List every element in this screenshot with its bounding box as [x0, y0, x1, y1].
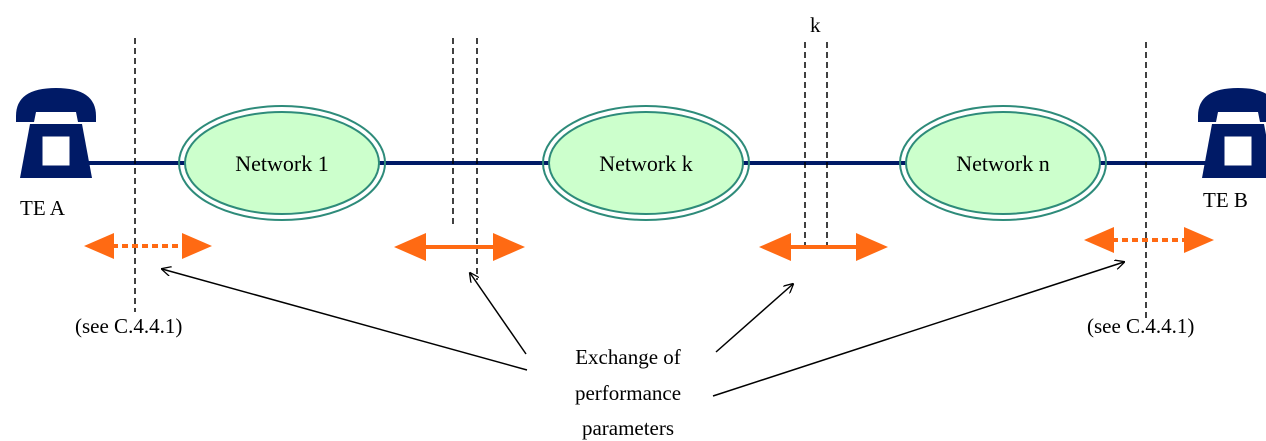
- double-arrow-1-k: [394, 233, 525, 261]
- te-a-label: TE A: [20, 196, 66, 220]
- see-reference-left: (see C.4.4.1): [75, 314, 182, 338]
- caption-line-3: parameters: [582, 416, 674, 440]
- network-1-label: Network 1: [235, 151, 328, 176]
- dotted-double-arrow-right: [1084, 227, 1214, 253]
- pointer-arrow-right: [712, 262, 1124, 397]
- telephone-icon: [1198, 88, 1266, 178]
- pointer-arrow-1-k: [470, 273, 527, 355]
- boundary-k-label: k: [810, 13, 821, 37]
- pointer-arrow-left: [162, 269, 528, 371]
- te-b-label: TE B: [1203, 188, 1248, 212]
- pointer-arrow-k-n: [715, 284, 793, 353]
- telephone-icon: [16, 88, 96, 178]
- network-n: Network n: [899, 105, 1107, 221]
- caption-line-1: Exchange of: [575, 345, 681, 369]
- see-reference-right: (see C.4.4.1): [1087, 314, 1194, 338]
- dotted-double-arrow-left: [84, 233, 212, 259]
- network-k-label: Network k: [599, 151, 692, 176]
- caption-line-2: performance: [575, 381, 681, 405]
- double-arrow-k-n: [759, 233, 888, 261]
- network-n-label: Network n: [956, 151, 1049, 176]
- network-1: Network 1: [178, 105, 386, 221]
- network-k: Network k: [542, 105, 750, 221]
